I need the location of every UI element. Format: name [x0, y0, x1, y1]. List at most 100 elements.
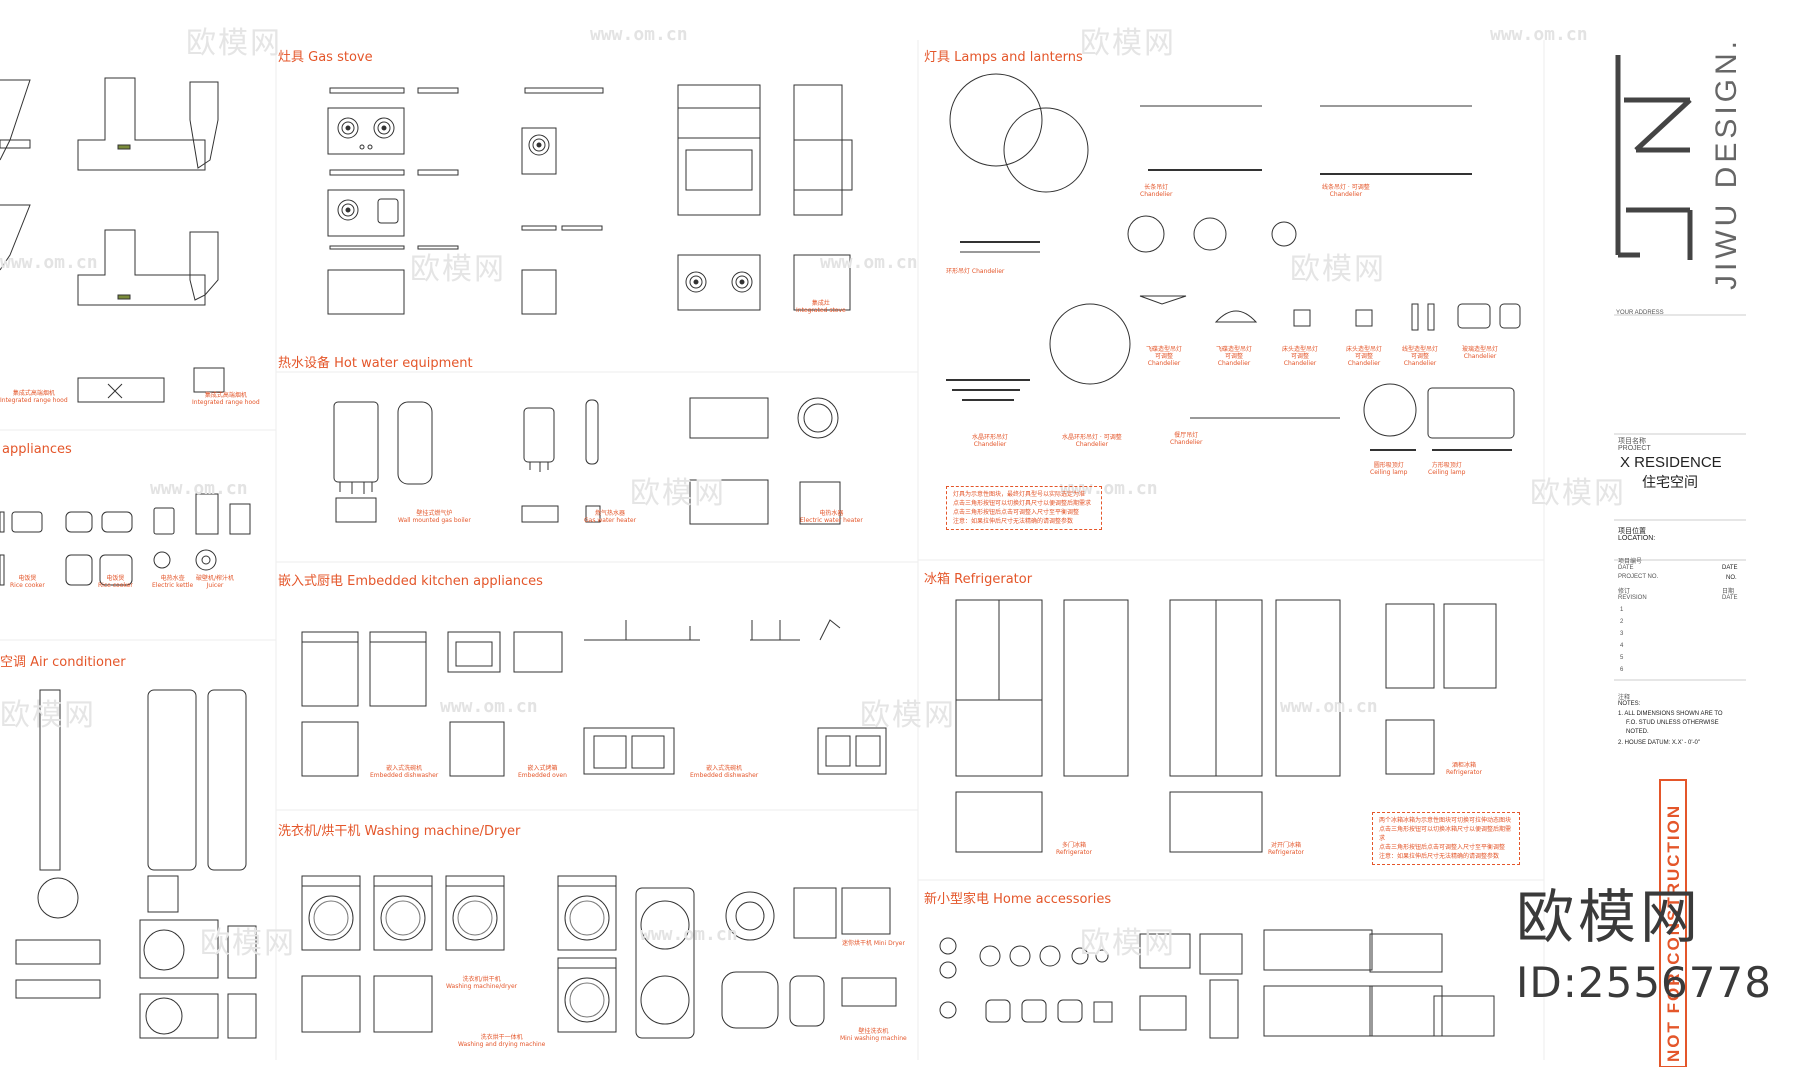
air-conditioner-drawings — [15, 689, 257, 1039]
project-label-cn: 项目名称 — [1618, 438, 1646, 445]
section-title-refrigerator: 冰箱 Refrigerator — [924, 572, 1033, 587]
designer-name: JIWU DESIGN. — [1710, 36, 1743, 290]
section-title-gas-stove: 灶具 Gas stove — [278, 50, 373, 65]
watermark-cn: 欧模网 — [1530, 476, 1626, 511]
project-label-en: PROJECT — [1618, 445, 1651, 452]
section-title-embedded: 嵌入式厨电 Embedded kitchen appliances — [278, 574, 543, 589]
revision-number: 2 — [1620, 619, 1624, 625]
range-hood-drawings — [0, 77, 225, 403]
section-title-air-conditioner: 空调 Air conditioner — [0, 655, 126, 670]
location-label-en: LOCATION: — [1618, 535, 1656, 542]
revision-number: 6 — [1620, 667, 1624, 673]
watermark-cn: 欧模网 — [0, 698, 96, 733]
brand-name: 欧模网 — [1516, 883, 1703, 951]
embedded-kitchen-drawings — [301, 619, 887, 777]
note-item: 1. ALL DIMENSIONS SHOWN ARE TO — [1618, 711, 1723, 717]
watermark-cn: 欧模网 — [186, 26, 282, 61]
watermark-url: www.om.cn — [1490, 24, 1588, 45]
section-title-appliances: appliances — [2, 442, 72, 457]
hot-water-drawings — [333, 397, 841, 525]
refrigerator-note-box: 两个冰箱冰箱为示意性图块可切换可拉伸动态图块点击三角形按钮可以切换冰箱尺寸以便调… — [1372, 812, 1520, 865]
title-block-lines — [1614, 314, 1746, 681]
watermark-cn: 欧模网 — [860, 698, 956, 733]
revision-number: 3 — [1620, 631, 1624, 637]
watermark-url: www.om.cn — [640, 924, 738, 945]
refrigerator-drawings — [955, 599, 1497, 853]
no-right: NO. — [1726, 575, 1737, 581]
revision-number: 5 — [1620, 655, 1624, 661]
date-right: DATE — [1722, 565, 1738, 571]
revision-number: 1 — [1620, 607, 1624, 613]
stamp-bar — [1659, 779, 1687, 1067]
note-item: 2. HOUSE DATUM: X.X' - 0'-0" — [1618, 740, 1700, 746]
watermark-url: www.om.cn — [820, 252, 918, 273]
label-mini-dryer: 迷你烘干机 Mini Dryer — [842, 940, 905, 947]
watermark-url: www.om.cn — [440, 696, 538, 717]
number-label-cn: 项目编号 — [1618, 559, 1643, 565]
watermark-cn: 欧模网 — [1290, 252, 1386, 287]
notes-label-cn: 注释 — [1618, 695, 1631, 701]
note-item: NOTED. — [1626, 729, 1649, 735]
project-no-label: PROJECT NO. — [1618, 574, 1659, 580]
watermark-url: www.om.cn — [1060, 478, 1158, 499]
brand-id: ID:2556778 — [1516, 958, 1772, 1007]
date-right-2: DATE — [1722, 595, 1738, 601]
watermark-cn: 欧模网 — [410, 252, 506, 287]
lamp-drawings — [946, 73, 1521, 451]
section-title-washing: 洗衣机/烘干机 Washing machine/Dryer — [278, 824, 521, 839]
watermark-url: www.om.cn — [150, 478, 248, 499]
notes-label-en: NOTES: — [1618, 701, 1641, 707]
washing-drawings — [301, 875, 897, 1039]
project-name: X RESIDENCE — [1620, 454, 1722, 471]
revision-label-cn: 修订 — [1618, 589, 1631, 595]
your-address: YOUR ADDRESS — [1616, 310, 1664, 316]
panel-grid — [0, 40, 1545, 1060]
home-accessories-drawings — [939, 929, 1495, 1039]
section-title-hot-water: 热水设备 Hot water equipment — [278, 356, 473, 371]
watermark-url: www.om.cn — [0, 252, 98, 273]
project-name-cn: 住宅空间 — [1642, 474, 1698, 490]
date-label: DATE — [1618, 565, 1634, 571]
revision-label-en: REVISION — [1618, 595, 1647, 601]
watermark-url: www.om.cn — [1280, 696, 1378, 717]
label-chandelier: 环形吊灯 Chandelier — [946, 268, 1005, 275]
watermark-cn: 欧模网 — [200, 926, 296, 961]
gas-stove-drawings — [327, 84, 853, 315]
revision-number: 4 — [1620, 643, 1624, 649]
lamp-note-box: 灯具为示意性图块，最终灯具型号以实际选定为准点击三角形按钮可以切换灯具尺寸以便调… — [946, 486, 1102, 530]
small-appliances-drawings — [0, 493, 251, 586]
jin-logo — [1615, 55, 1693, 260]
note-item: F.O. STUD UNLESS OTHERWISE — [1626, 720, 1719, 726]
watermark-cn: 欧模网 — [1080, 26, 1176, 61]
